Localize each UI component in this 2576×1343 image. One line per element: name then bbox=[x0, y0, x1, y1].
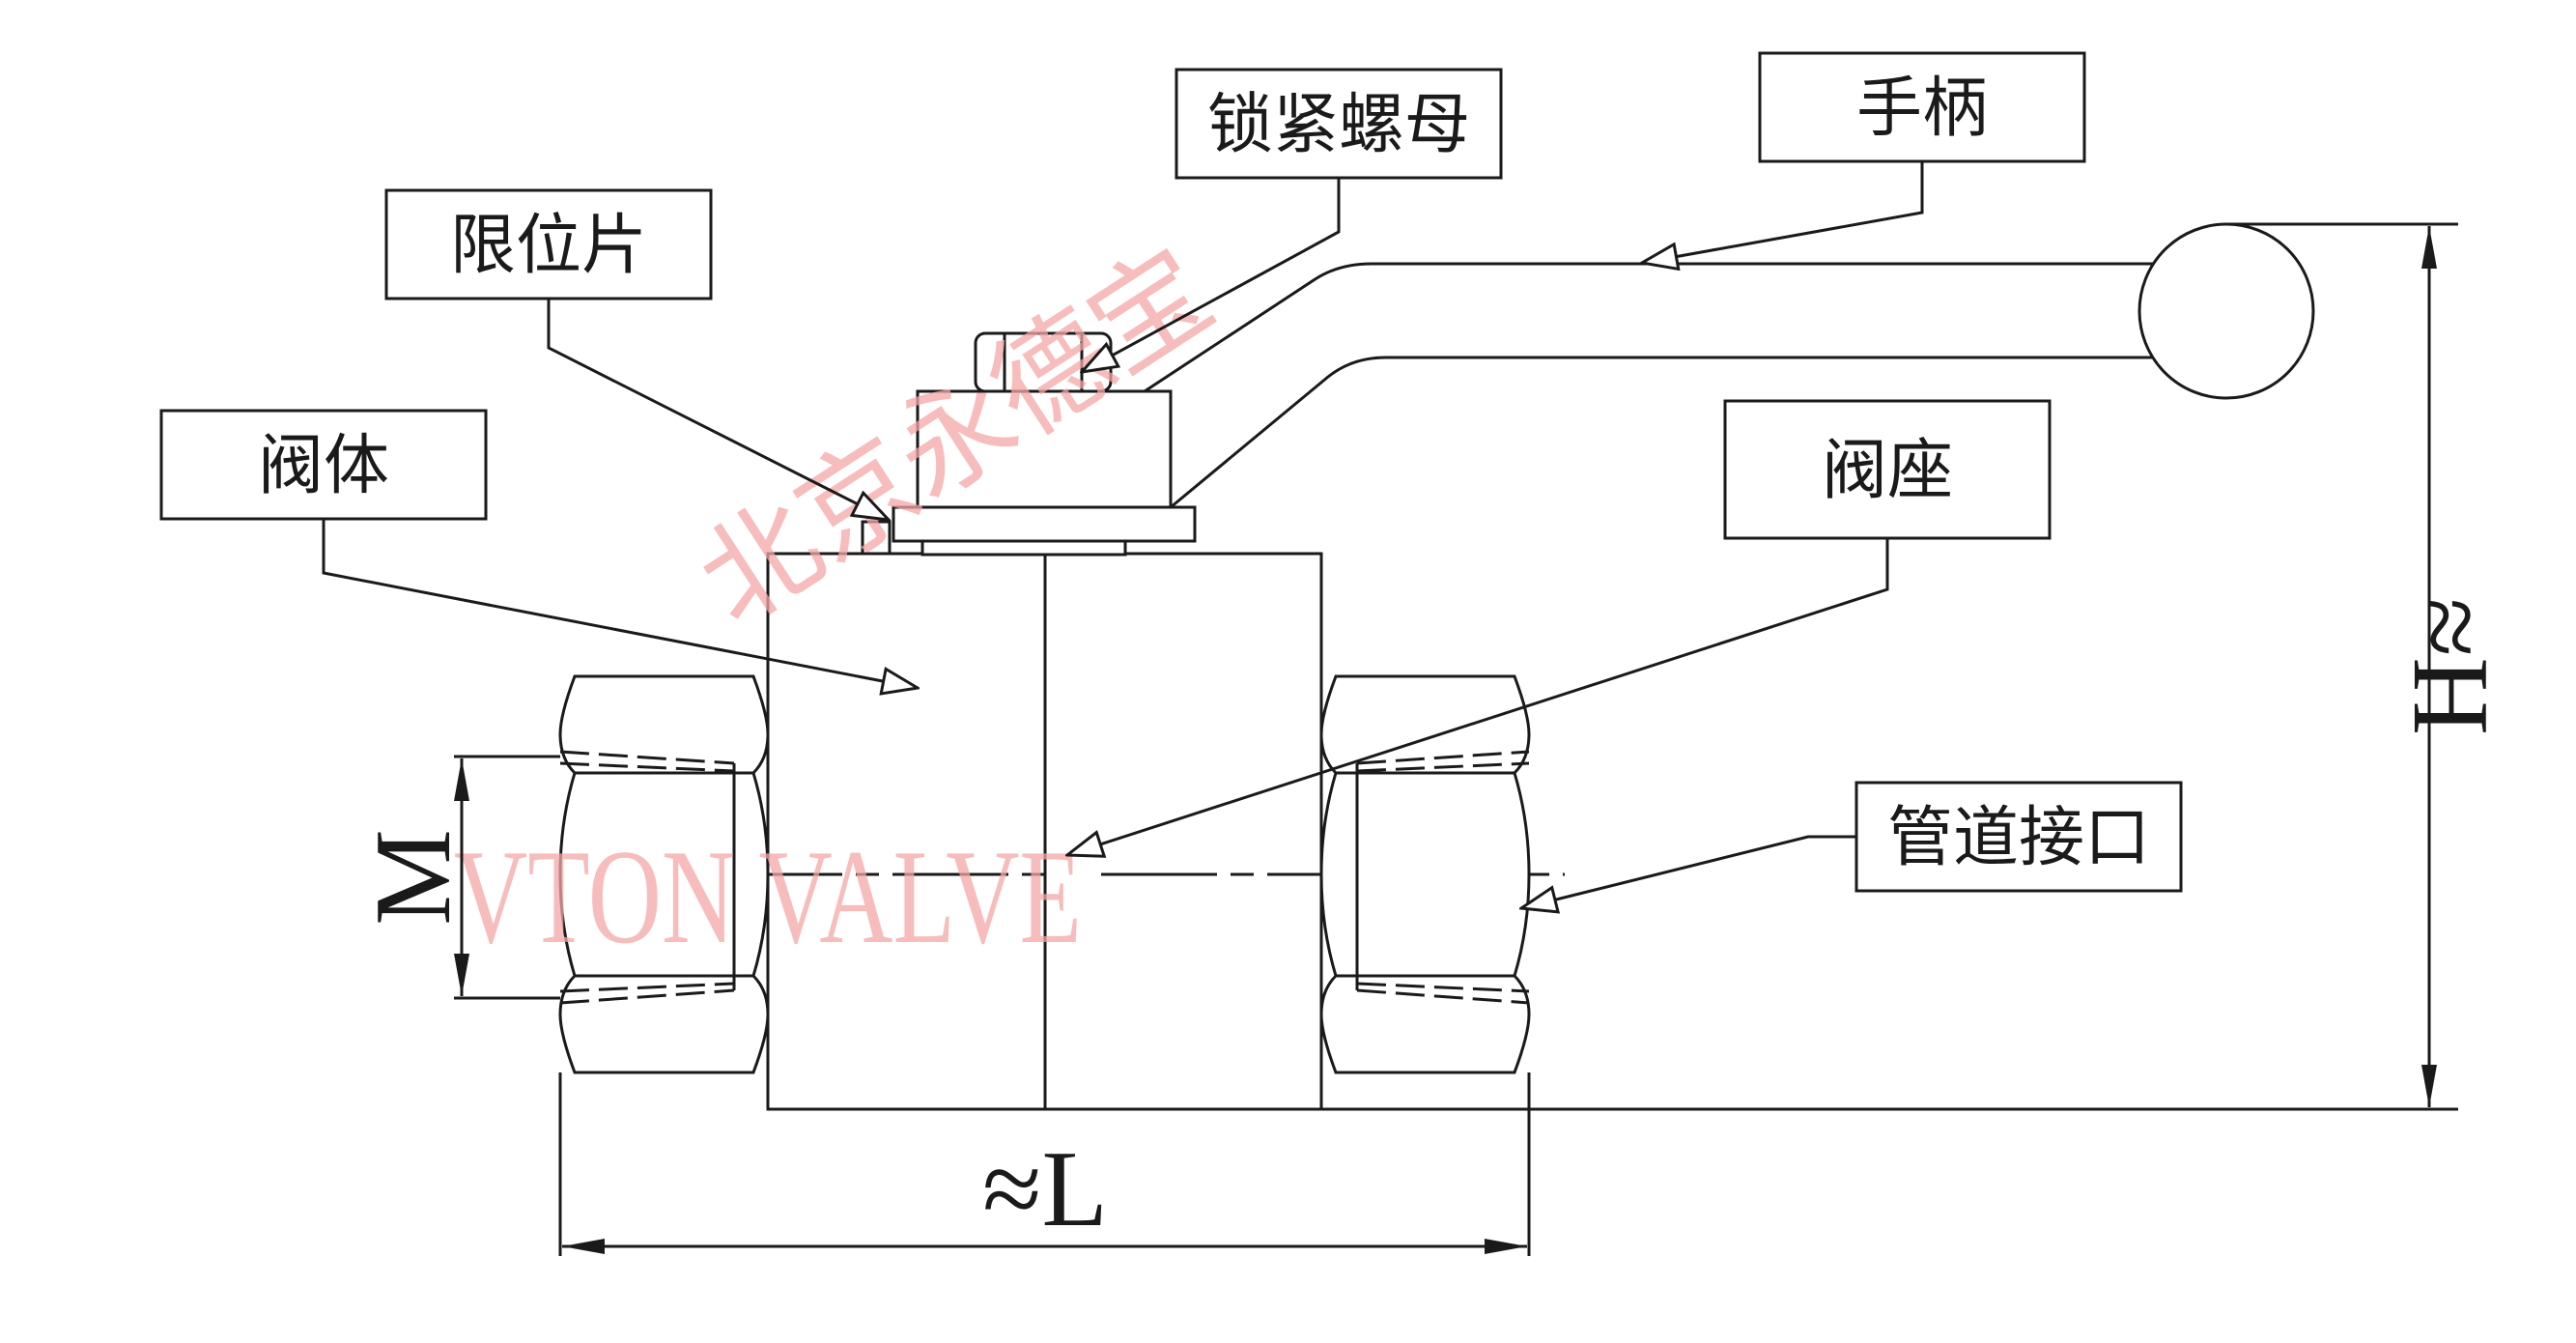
valve-seat-label: 阀座 bbox=[1822, 433, 1953, 509]
lock-nut-label-box bbox=[1175, 68, 1503, 180]
limit-plate-label-box bbox=[384, 188, 713, 300]
valve-seat-leader bbox=[1067, 538, 1889, 855]
pipe-connection-leader bbox=[1521, 835, 1856, 908]
handle-leader bbox=[1642, 161, 1924, 263]
pipe-connection-label: 管道接口 bbox=[1887, 800, 2150, 876]
watermark-english: VTON VALVE bbox=[454, 822, 1082, 972]
height-dimension-label: ≈H bbox=[2391, 598, 2510, 735]
left-connection-nut bbox=[558, 674, 770, 1074]
stem-lower bbox=[920, 539, 1127, 557]
limit-plate-label: 限位片 bbox=[450, 208, 647, 284]
stem-block bbox=[916, 389, 1173, 509]
right-connection-nut bbox=[1319, 674, 1531, 1074]
limit-tab bbox=[861, 520, 892, 556]
handle-lower-edge bbox=[1170, 356, 2154, 509]
handle-label: 手柄 bbox=[1856, 71, 1988, 147]
handle-upper-edge bbox=[1144, 262, 2154, 393]
length-dimension-label: ≈L bbox=[982, 1129, 1108, 1249]
stem-assembly bbox=[861, 331, 1197, 557]
thread-dimension-label: M bbox=[354, 829, 473, 926]
valve-seat-label-box bbox=[1723, 399, 2052, 540]
pipe-connection-label-box bbox=[1854, 781, 2183, 893]
limit-plate-leader bbox=[547, 299, 889, 520]
dimension-lines bbox=[454, 222, 2458, 1256]
valve-body-label-box bbox=[159, 409, 488, 521]
lock-nut-leader bbox=[1082, 178, 1341, 372]
handle-knob bbox=[2137, 222, 2315, 400]
lock-nut-label: 锁紧螺母 bbox=[1207, 87, 1470, 163]
valve-body-leader bbox=[322, 519, 918, 688]
valve-body-label: 阀体 bbox=[258, 428, 389, 504]
